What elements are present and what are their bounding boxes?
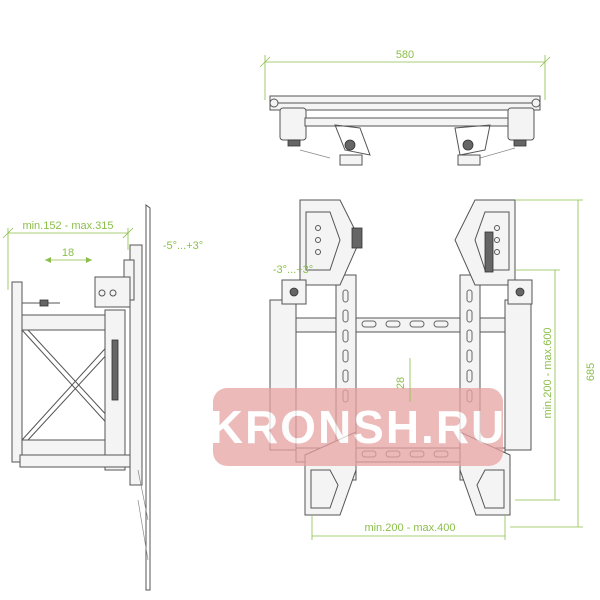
right-outer-rail: [504, 299, 532, 451]
block-foot: [513, 139, 527, 147]
watermark-box: [213, 388, 503, 466]
label-28: 28: [395, 377, 407, 389]
rail-end-cap: [531, 98, 541, 108]
arm-slots: [342, 289, 473, 403]
label-depth-range: min.152 - max.315: [22, 220, 113, 232]
front-view: -3°...+3°: [269, 199, 533, 516]
screen-plate: [145, 204, 151, 591]
top-view: 580: [259, 49, 551, 166]
bracket-knob: [344, 139, 356, 151]
dim-tick: [2, 227, 14, 239]
top-left-bracket: [334, 124, 371, 156]
dim-tick: [259, 56, 271, 68]
right-latch: [484, 231, 494, 273]
bracket-base: [339, 154, 363, 166]
top-view-detail-lines: [299, 147, 516, 159]
plate-hole: [494, 249, 500, 255]
front-dimensions: 28 min.200 - max.400 min.200 - max.600 6…: [311, 199, 597, 540]
top-left-plate: [299, 199, 361, 286]
label-685: 685: [585, 363, 597, 381]
top-left-block: [279, 107, 307, 141]
top-right-bracket: [454, 124, 491, 156]
plate-inset: [310, 469, 339, 509]
watermark: KRONSH.RU: [210, 388, 507, 466]
side-detail-lines: [137, 469, 149, 561]
bolt-nut: [39, 299, 49, 307]
plate-hole: [315, 225, 321, 231]
scissor-arms: [21, 329, 123, 441]
side-rail-slot: [111, 339, 119, 401]
label-580: 580: [396, 49, 414, 61]
label-horizontal-range: min.200 - max.400: [364, 522, 455, 534]
plate-inset: [474, 211, 510, 271]
left-tilt-hinge: [281, 279, 307, 305]
side-view: min.152 - max.315 18 -5°...+3°: [2, 204, 203, 591]
mount-hole: [109, 289, 117, 297]
label-side-tilt: -5°...+3°: [163, 240, 203, 252]
plate-hole: [494, 237, 500, 243]
side-bottom-bar: [19, 454, 131, 468]
watermark-text: KRONSH.RU: [210, 401, 507, 453]
side-mount-block: [94, 276, 131, 308]
label-18: 18: [62, 247, 74, 259]
plate-hole: [315, 237, 321, 243]
mount-hole: [98, 289, 106, 297]
plate-inset: [305, 211, 341, 271]
bracket-knob: [462, 139, 474, 151]
hinge-pivot: [515, 287, 525, 297]
top-right-block: [507, 107, 535, 141]
dim-tick: [539, 56, 551, 68]
label-vertical-range: min.200 - max.600: [542, 327, 554, 418]
wall-plate: [11, 281, 23, 463]
label-front-tilt: -3°...+3°: [273, 264, 313, 276]
bracket-base: [457, 154, 481, 166]
plate-hole: [315, 249, 321, 255]
hinge-pivot: [289, 287, 299, 297]
plate-inset: [476, 469, 505, 509]
block-foot: [287, 139, 301, 147]
dim-tick: [122, 227, 134, 239]
side-vertical-rail: [129, 244, 143, 486]
left-latch: [351, 227, 363, 249]
plate-hole: [494, 225, 500, 231]
rail-end-cap: [269, 98, 279, 108]
top-inner-bar: [304, 117, 509, 127]
